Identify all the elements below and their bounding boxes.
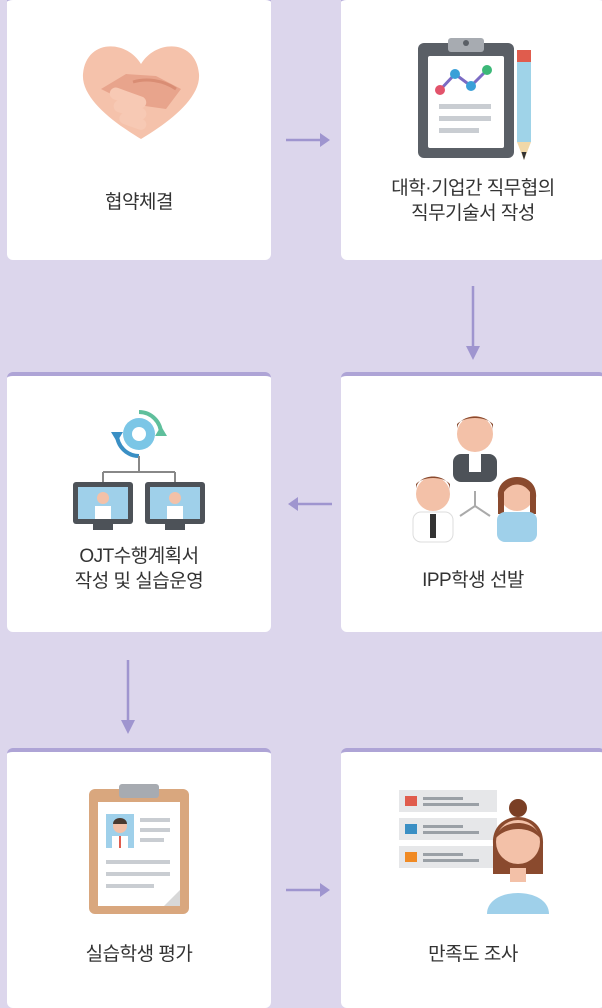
step-card-student-selection: IPP학생 선발 [341,372,602,632]
resume-clipboard-icon [89,784,189,914]
arrow-down-icon [121,660,135,734]
step-label: 실습학생 평가 [85,944,193,965]
clipboard-chart-pencil-icon [418,38,531,160]
arrow-right-icon [286,133,330,147]
monitors-cycle-icon [73,410,205,530]
arrow-right-icon [286,883,330,897]
team-people-icon [412,416,537,543]
step-card-satisfaction-survey: 만족도 조사 [341,748,602,1008]
step-label: 대학·기업간 직무협의 직무기술서 작성 [391,178,555,224]
step-card-job-description: 대학·기업간 직무협의 직무기술서 작성 [341,0,602,260]
survey-woman-icon [399,790,549,914]
step-label: IPP학생 선발 [422,570,524,591]
step-card-student-evaluation: 실습학생 평가 [7,748,271,1008]
step-card-ojt-plan: OJT수행계획서 작성 및 실습운영 [7,372,271,632]
handshake-icon [82,46,200,139]
arrow-down-icon [466,286,480,360]
step-label: 협약체결 [105,192,173,213]
step-card-agreement: 협약체결 [7,0,271,260]
step-label: 만족도 조사 [428,944,518,965]
step-label: OJT수행계획서 작성 및 실습운영 [74,546,204,592]
arrow-left-icon [288,497,332,511]
